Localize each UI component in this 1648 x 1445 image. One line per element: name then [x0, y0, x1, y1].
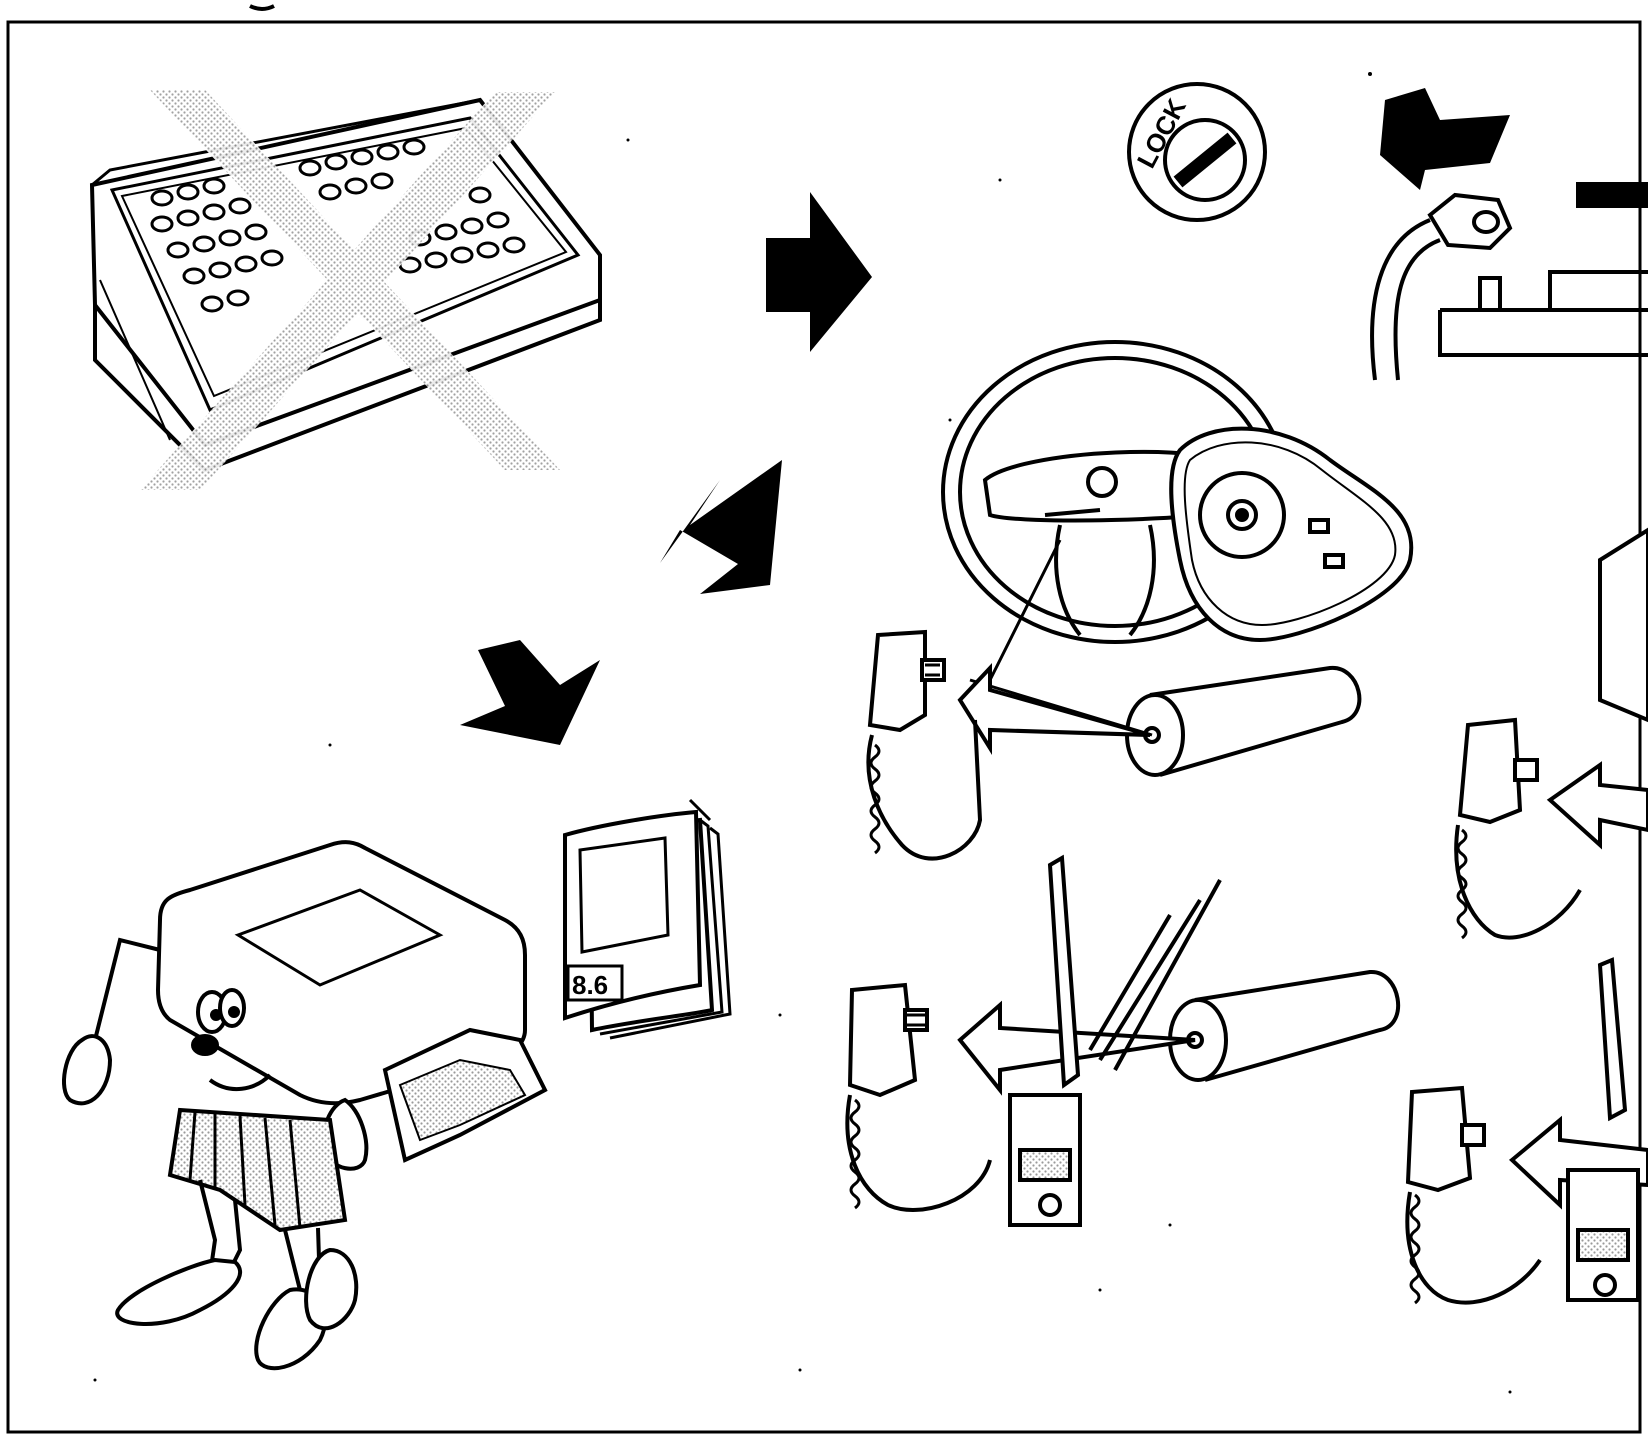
test-resistor-lower — [1168, 969, 1400, 1082]
connector-upper-left — [866, 539, 1153, 861]
connector-pins — [150, 138, 526, 313]
connector-right-upper — [1454, 527, 1648, 940]
ignition-lock-icon: LOCK — [1127, 82, 1267, 222]
steering-column-harness — [1008, 854, 1222, 1227]
airbag-control-unit-mascot — [62, 840, 548, 1371]
arrow-right-icon — [766, 192, 872, 352]
obsolete-module-crossed-out — [89, 90, 602, 490]
connector-right-lower — [1405, 957, 1648, 1305]
arrow-down-right-icon — [460, 640, 600, 745]
test-resistor-upper — [1125, 665, 1362, 777]
top-mark — [249, 4, 275, 11]
frame-border — [6, 20, 1642, 1434]
print-specks — [93, 72, 1512, 1394]
battery-terminal-icon — [1370, 182, 1648, 381]
cross-out-mark — [140, 90, 560, 490]
arrow-up-icon — [1380, 88, 1510, 190]
airbag-module-icon — [1169, 426, 1414, 643]
manual-booklet-icon: 8.6 — [563, 798, 732, 1040]
arrow-down-left-icon — [660, 460, 782, 594]
manual-section-label: 8.6 — [572, 970, 608, 1000]
